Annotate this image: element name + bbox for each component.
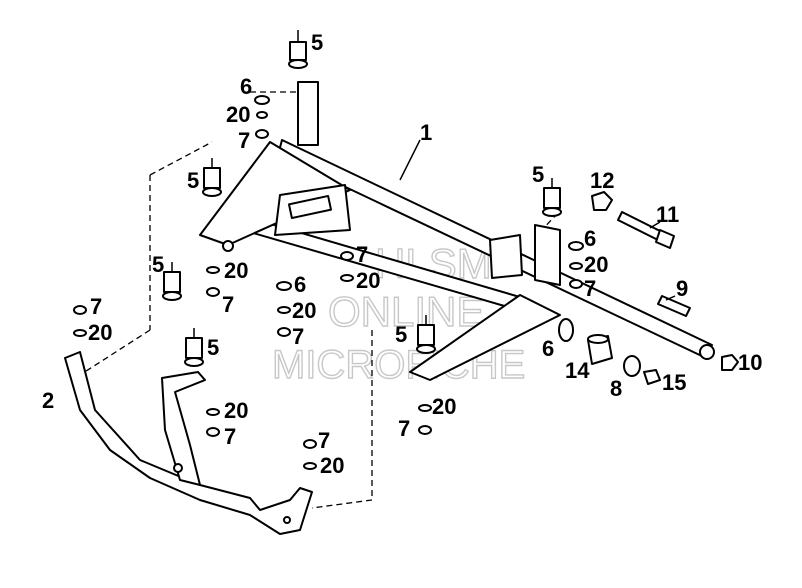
callout-20: 20 [88,320,112,345]
callout-7: 7 [318,428,330,453]
callout-7: 7 [398,416,410,441]
callout-5: 5 [395,322,407,347]
callout-8: 8 [610,376,622,401]
callout-12: 12 [590,168,614,193]
callout-6: 6 [240,74,252,99]
callout-7: 7 [356,242,368,267]
rubber-mounts [162,30,562,367]
callout-9: 9 [676,276,688,301]
callout-5: 5 [187,168,199,193]
watermark-line-2: ONLINE [328,288,484,335]
callout-5: 5 [152,252,164,277]
callout-10: 10 [738,350,762,375]
callout-20: 20 [224,258,248,283]
callout-15: 15 [662,370,686,395]
rubber-mount [202,158,222,197]
callout-6: 6 [584,226,596,251]
callout-7: 7 [238,128,250,153]
callout-20: 20 [584,252,608,277]
rubber-mount [184,328,204,367]
callout-7: 7 [222,292,234,317]
main-frame [199,81,715,381]
washers-and-nuts [73,95,584,470]
callout-20: 20 [226,102,250,127]
rubber-mount [416,315,436,354]
right-side-hardware [558,191,739,385]
callout-20: 20 [292,298,316,323]
callout-7: 7 [292,324,304,349]
callout-20: 20 [320,453,344,478]
callout-14: 14 [565,358,590,383]
callout-6: 6 [542,336,554,361]
callout-7: 7 [90,294,102,319]
callout-5: 5 [532,162,544,187]
callout-5: 5 [311,30,323,55]
callout-1: 1 [420,120,432,145]
leader-lines [399,139,676,301]
callout-7: 7 [584,276,596,301]
callout-11: 11 [656,202,679,227]
rubber-mount [542,178,562,217]
callout-6: 6 [294,272,306,297]
callout-20: 20 [224,398,248,423]
callout-20: 20 [356,268,380,293]
rubber-mount [162,262,182,301]
callout-labels: 1 2 5 6 20 7 5 5 20 7 7 20 5 20 7 7 20 7… [42,30,762,478]
callout-20: 20 [432,394,456,419]
lower-cradle-bracket [64,351,313,535]
callout-7: 7 [224,424,236,449]
callout-2: 2 [42,388,54,413]
callout-5: 5 [207,335,219,360]
rubber-mount [288,30,308,69]
